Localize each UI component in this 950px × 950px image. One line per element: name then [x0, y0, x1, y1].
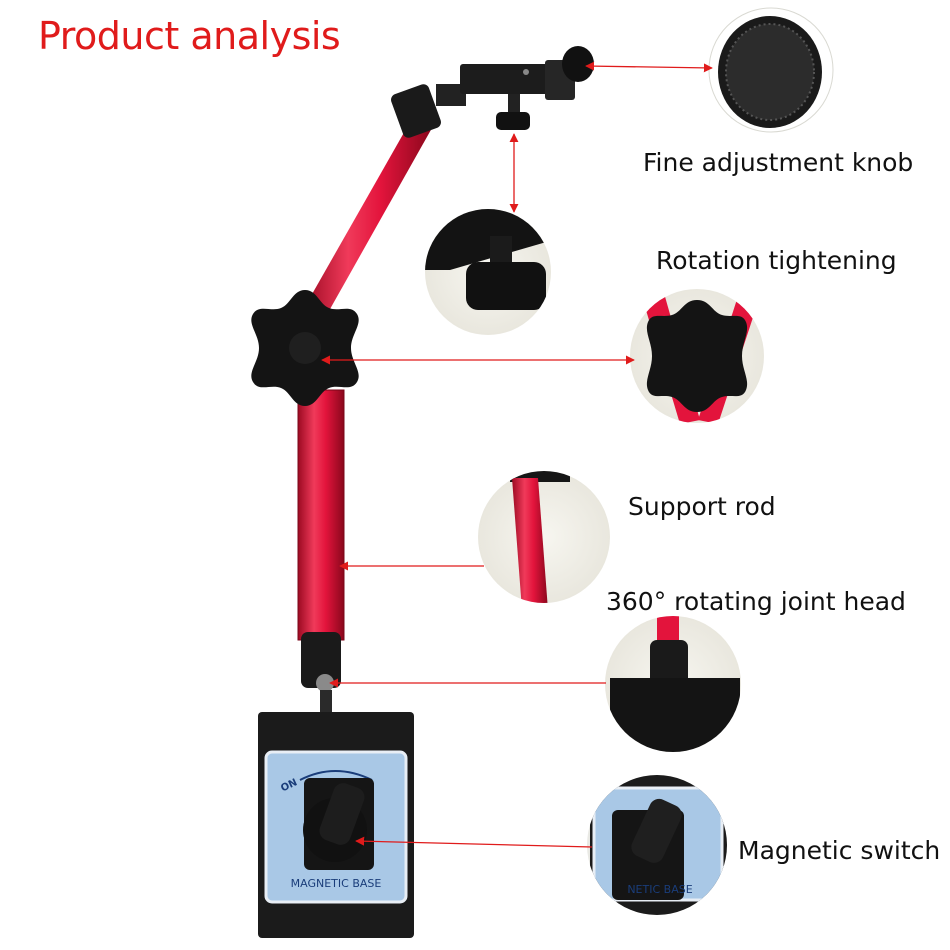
clamp-head [460, 46, 594, 130]
page-title: Product analysis [38, 14, 341, 58]
detail-joint-head [605, 616, 741, 752]
label-magnetic-switch: Magnetic switch [738, 836, 941, 865]
lower-support-rod [297, 389, 345, 641]
detail-rotation-knob [630, 289, 764, 423]
base-plate-text: MAGNETIC BASE [291, 877, 382, 890]
upper-support-rod [303, 122, 432, 318]
detail-fine-adjustment [708, 7, 834, 133]
callout-arrows [321, 61, 713, 848]
label-joint-head: 360° rotating joint head [606, 587, 906, 616]
zoom-plate-text: NETIC BASE [627, 883, 692, 896]
label-rotation-tightening: Rotation tightening [656, 246, 897, 275]
detail-support-rod [478, 471, 610, 603]
detail-small-knob [425, 209, 551, 335]
star-knob [251, 290, 359, 406]
label-support-rod: Support rod [628, 492, 776, 521]
top-joint [391, 84, 466, 138]
bottom-joint [301, 632, 341, 714]
magnetic-base: ON MAGNETIC BASE [258, 712, 414, 938]
label-fine-adjustment-knob: Fine adjustment knob [643, 148, 914, 177]
detail-magnetic-switch: NETIC BASE [587, 775, 727, 915]
